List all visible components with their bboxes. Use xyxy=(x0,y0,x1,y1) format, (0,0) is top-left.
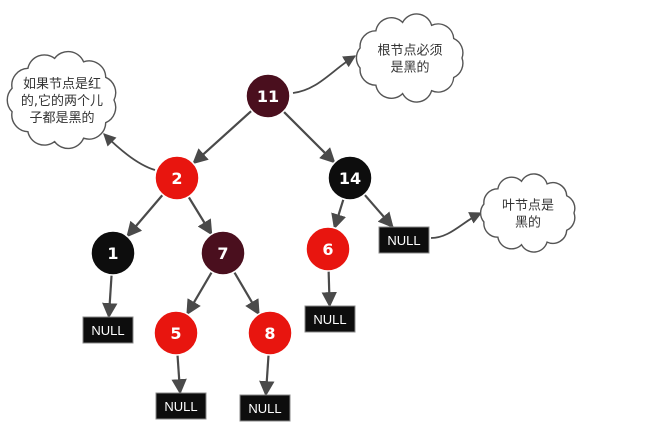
tree-node-8: 8 xyxy=(247,310,293,356)
callout-arrow xyxy=(103,133,156,171)
nodes-layer: 11 2 14 1 7 6 5 8 xyxy=(90,73,373,356)
cloud-shape xyxy=(6,50,117,150)
node-circle xyxy=(154,155,200,201)
tree-node-5: 5 xyxy=(153,310,199,356)
edge-n7-n8 xyxy=(233,271,260,316)
callout-arrow xyxy=(292,55,357,94)
null-leaf: NULL xyxy=(378,226,430,254)
callout-text-line: 子都是黑的 xyxy=(29,110,94,126)
edges-layer xyxy=(102,109,394,397)
node-label: 7 xyxy=(217,244,228,263)
tree-node-7: 7 xyxy=(200,230,246,276)
edge-n8-null_8 xyxy=(259,354,275,397)
callout-text-line: 叶节点是 xyxy=(502,199,554,214)
edge-n11-n2 xyxy=(192,109,253,165)
node-label: 11 xyxy=(257,87,279,106)
node-circle xyxy=(327,155,373,201)
callout-text-line: 根节点必须 xyxy=(377,44,442,59)
edge-n11-n14 xyxy=(282,110,336,164)
node-circle xyxy=(247,310,293,356)
callout-text-line: 黑的 xyxy=(515,215,541,231)
node-label: 1 xyxy=(107,244,118,263)
node-label: 5 xyxy=(170,324,181,343)
node-circle xyxy=(305,226,351,272)
null-label: NULL xyxy=(91,323,124,338)
null-label: NULL xyxy=(164,399,197,414)
callout-arrow xyxy=(430,212,483,239)
node-label: 2 xyxy=(171,169,182,188)
null-leaf: NULL xyxy=(304,305,356,333)
node-label: 8 xyxy=(264,324,275,343)
tree-node-6: 6 xyxy=(305,226,351,272)
node-circle xyxy=(153,310,199,356)
edge-n14-n6 xyxy=(331,198,346,230)
null-leaf: NULL xyxy=(239,394,291,422)
callout-text-line: 是黑的 xyxy=(390,60,429,76)
null-leaves-layer: NULL NULL NULL NULL NULL xyxy=(82,226,430,422)
node-label: 14 xyxy=(339,169,361,188)
null-leaf: NULL xyxy=(155,392,207,420)
cloud-shape xyxy=(479,173,576,253)
tree-node-2: 2 xyxy=(154,155,200,201)
edge-n2-n7 xyxy=(187,196,213,236)
edge-n1-null_1 xyxy=(102,274,118,319)
null-leaf: NULL xyxy=(82,316,134,344)
edge-n6-null_6 xyxy=(321,270,337,308)
null-box xyxy=(82,316,134,344)
edge-n7-n5 xyxy=(186,271,213,316)
cloud-shape xyxy=(355,13,464,103)
edge-n14-null_14 xyxy=(363,193,394,229)
null-box xyxy=(239,394,291,422)
null-box xyxy=(378,226,430,254)
null-box xyxy=(304,305,356,333)
tree-node-11: 11 xyxy=(245,73,291,119)
node-circle xyxy=(200,230,246,276)
null-box xyxy=(155,392,207,420)
tree-node-14: 14 xyxy=(327,155,373,201)
callout-text-line: 如果节点是红 xyxy=(23,76,101,92)
node-circle xyxy=(90,230,136,276)
null-label: NULL xyxy=(313,312,346,327)
edge-n2-n1 xyxy=(126,194,164,238)
node-circle xyxy=(245,73,291,119)
null-label: NULL xyxy=(387,233,420,248)
node-label: 6 xyxy=(322,240,333,259)
tree-node-1: 1 xyxy=(90,230,136,276)
null-label: NULL xyxy=(248,401,281,416)
callout-text-line: 的,它的两个儿 xyxy=(21,93,103,109)
callout-arrows-layer xyxy=(103,55,483,239)
edge-n5-null_5 xyxy=(171,354,187,395)
